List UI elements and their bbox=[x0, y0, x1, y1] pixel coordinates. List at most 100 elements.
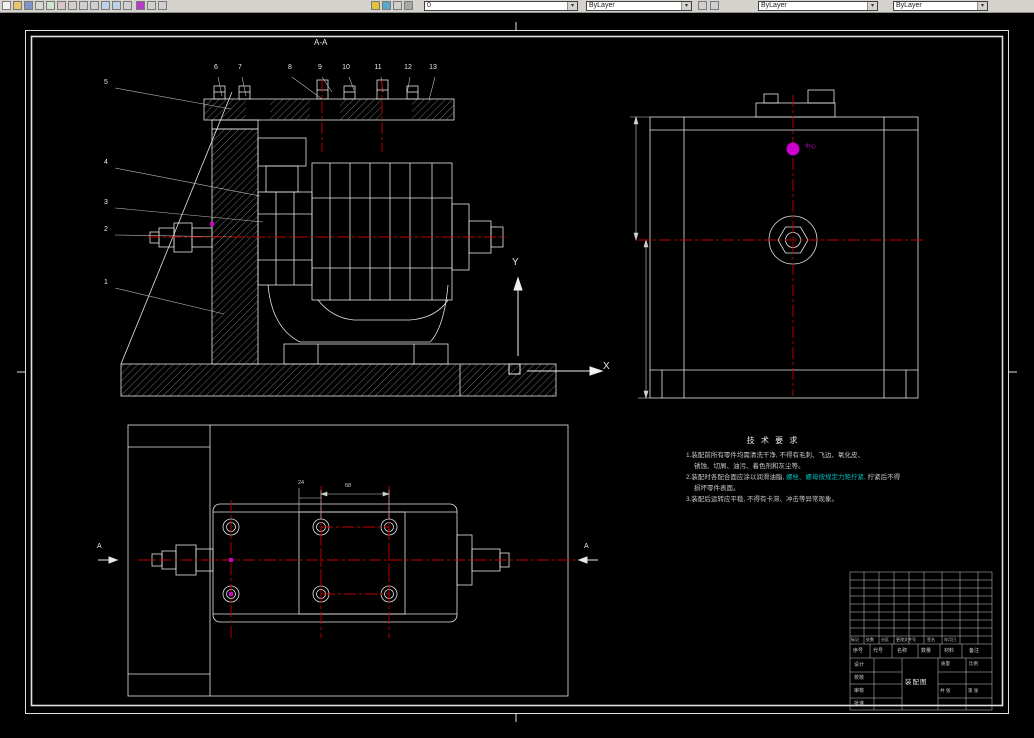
tech-requirements-line: 锈蚀、切屑、油污、着色剂和灰尘等。 bbox=[694, 463, 805, 470]
tech-requirements-line: 2.装配时各配合面应涂以润滑油脂, 螺栓、螺母按规定力矩拧紧, 拧紧后不得 bbox=[686, 474, 900, 481]
balloon-number: 9 bbox=[318, 64, 322, 71]
title-block-cell: 比例 bbox=[969, 661, 978, 666]
copy-icon[interactable] bbox=[79, 1, 88, 10]
side-view-dims bbox=[630, 115, 650, 400]
title-block-cell: 年月日 bbox=[944, 637, 956, 642]
title-block-cell: 更改文件号 bbox=[896, 637, 916, 642]
plan-view-centerlines bbox=[138, 486, 586, 638]
plan-view-geometry bbox=[127, 424, 569, 697]
title-block-role: 校核 bbox=[854, 675, 865, 681]
balloon-number: 13 bbox=[429, 64, 437, 71]
side-view-centerlines bbox=[638, 95, 926, 396]
preview-icon[interactable] bbox=[46, 1, 55, 10]
title-block-cell: 标记 bbox=[851, 637, 859, 642]
balloon-number: 1 bbox=[104, 279, 108, 286]
tech-requirements-line: 1.装配前所有零件均需清洗干净, 不得有毛刺、飞边、氧化皮、 bbox=[686, 452, 865, 459]
title-block-role: 设计 bbox=[854, 662, 865, 668]
color-combo-value: ByLayer bbox=[589, 2, 615, 9]
title-block-cell: 材料 bbox=[944, 648, 955, 654]
snap-marker bbox=[786, 142, 800, 156]
chevron-down-icon[interactable]: ▾ bbox=[681, 2, 691, 10]
title-block-cell: 分区 bbox=[881, 637, 889, 642]
plan-view-dims bbox=[298, 488, 390, 519]
front-view-geometry bbox=[120, 79, 557, 397]
balloon-number: 5 bbox=[104, 79, 108, 86]
grip-marker bbox=[210, 222, 214, 226]
axis-y-label: Y bbox=[512, 257, 519, 268]
title-block-role: 审核 bbox=[854, 688, 865, 694]
linetype-combo-value: ByLayer bbox=[761, 2, 787, 9]
print-icon[interactable] bbox=[35, 1, 44, 10]
title-block-cell: 名称 bbox=[897, 648, 908, 654]
dimension-text: 24 bbox=[298, 480, 305, 486]
paste-icon[interactable] bbox=[90, 1, 99, 10]
balloon-number: 6 bbox=[214, 64, 218, 71]
title-block-cell: 备注 bbox=[969, 648, 980, 654]
front-view-centerlines bbox=[148, 80, 506, 238]
tech-line-segment-highlight: 螺栓、螺母按规定力矩拧紧, bbox=[786, 474, 868, 481]
title-block-cell: 代号 bbox=[873, 648, 884, 654]
sheet-frame bbox=[17, 22, 1017, 722]
chevron-down-icon[interactable]: ▾ bbox=[567, 2, 577, 10]
pan-icon[interactable] bbox=[123, 1, 132, 10]
toolbar: 0 ▾ ByLayer ▾ ByLayer ▾ ByLayer ▾ bbox=[0, 0, 1034, 13]
dimension-text: 68 bbox=[345, 483, 352, 489]
balloon-number: 11 bbox=[374, 64, 382, 71]
section-view-label: A-A bbox=[314, 38, 328, 47]
layer-walk-icon[interactable] bbox=[710, 1, 719, 10]
make-object-layer-icon[interactable] bbox=[698, 1, 707, 10]
title-block-cell: 共 张 bbox=[940, 688, 951, 693]
balloon-number: 7 bbox=[238, 64, 242, 71]
title-block-role: 批准 bbox=[854, 701, 865, 707]
grip-marker bbox=[229, 558, 233, 562]
zoom-previous-icon[interactable] bbox=[393, 1, 402, 10]
balloon-number: 4 bbox=[104, 159, 108, 166]
ucs-axis-icon bbox=[508, 276, 604, 376]
title-block-cell: 处数 bbox=[866, 637, 874, 642]
zoom-icon[interactable] bbox=[371, 1, 380, 10]
lineweight-combo-value: ByLayer bbox=[896, 2, 922, 9]
section-arrow-label-left: A bbox=[97, 543, 102, 550]
grip-marker bbox=[229, 592, 233, 596]
tech-line-segment: 拧紧后不得 bbox=[867, 474, 901, 481]
layer-combo-value: 0 bbox=[427, 2, 431, 9]
chevron-down-icon[interactable]: ▾ bbox=[977, 2, 987, 10]
balloon-number: 12 bbox=[404, 64, 412, 71]
tech-line-segment: 2.装配时各配合面应涂以润滑油脂, bbox=[686, 474, 787, 481]
redo-icon[interactable] bbox=[112, 1, 121, 10]
layer-states-icon[interactable] bbox=[147, 1, 156, 10]
tech-requirements-title: 技 术 要 求 bbox=[746, 436, 800, 445]
layer-previous-icon[interactable] bbox=[158, 1, 167, 10]
save-icon[interactable] bbox=[24, 1, 33, 10]
properties-icon[interactable] bbox=[404, 1, 413, 10]
balloon-number: 10 bbox=[342, 64, 350, 71]
snap-marker-label: 中心 bbox=[805, 144, 817, 150]
side-view-geometry bbox=[649, 89, 919, 399]
section-arrow-label-right: A bbox=[584, 543, 589, 550]
linetype-combo[interactable]: ByLayer ▾ bbox=[758, 1, 878, 11]
title-block-cell: 数量 bbox=[921, 648, 932, 654]
tech-requirements-line: 损坏零件表面。 bbox=[694, 485, 740, 492]
section-cut-arrows bbox=[98, 556, 598, 564]
open-icon[interactable] bbox=[13, 1, 22, 10]
find-icon[interactable] bbox=[57, 1, 66, 10]
drawing-title: 装配图 bbox=[905, 679, 928, 686]
cut-icon[interactable] bbox=[68, 1, 77, 10]
title-block-cell: 序号 bbox=[853, 648, 864, 654]
title-block-cell: 第 张 bbox=[968, 688, 979, 693]
layer-properties-icon[interactable] bbox=[136, 1, 145, 10]
zoom-window-icon[interactable] bbox=[382, 1, 391, 10]
undo-icon[interactable] bbox=[101, 1, 110, 10]
color-combo[interactable]: ByLayer ▾ bbox=[586, 1, 692, 11]
axis-x-label: X bbox=[603, 361, 610, 372]
title-block-cell: 质量 bbox=[941, 661, 950, 666]
chevron-down-icon[interactable]: ▾ bbox=[867, 2, 877, 10]
title-block-grid bbox=[849, 571, 993, 711]
lineweight-combo[interactable]: ByLayer ▾ bbox=[893, 1, 988, 11]
balloon-number: 3 bbox=[104, 199, 108, 206]
balloon-number: 2 bbox=[104, 226, 108, 233]
new-file-icon[interactable] bbox=[2, 1, 11, 10]
layer-combo[interactable]: 0 ▾ bbox=[424, 1, 578, 11]
